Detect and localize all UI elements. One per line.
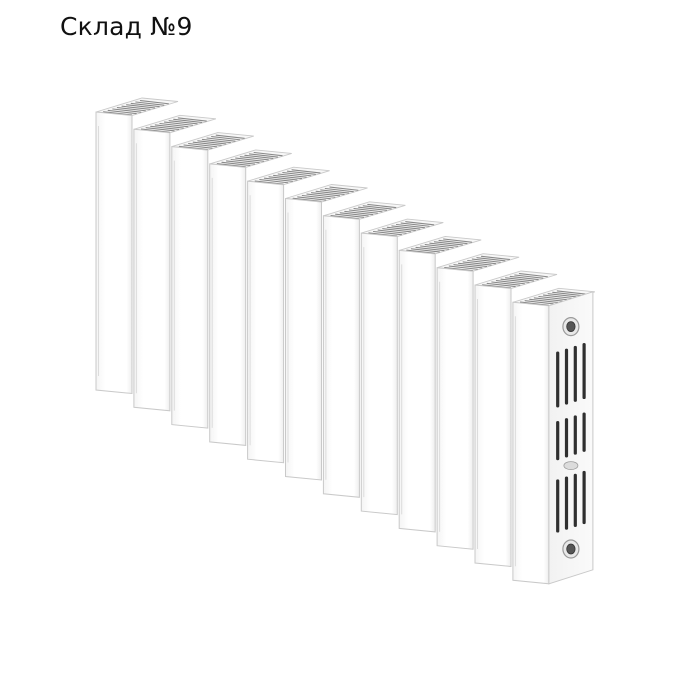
radiator-end-panel bbox=[548, 291, 594, 585]
radiator-section bbox=[398, 235, 482, 533]
radiator-section bbox=[285, 184, 368, 481]
radiator-section bbox=[322, 201, 406, 498]
radiator-section bbox=[95, 97, 179, 395]
radiator-section bbox=[133, 114, 217, 412]
radiator-section bbox=[171, 132, 254, 429]
radiator-section bbox=[247, 166, 330, 464]
radiator-section bbox=[474, 270, 558, 568]
radiator-section bbox=[209, 149, 292, 446]
warehouse-label: Склад №9 bbox=[60, 12, 193, 41]
brand-badge bbox=[563, 461, 579, 471]
radiator-sections bbox=[95, 97, 596, 585]
radiator-section bbox=[360, 218, 444, 516]
radiator-section bbox=[436, 253, 520, 550]
